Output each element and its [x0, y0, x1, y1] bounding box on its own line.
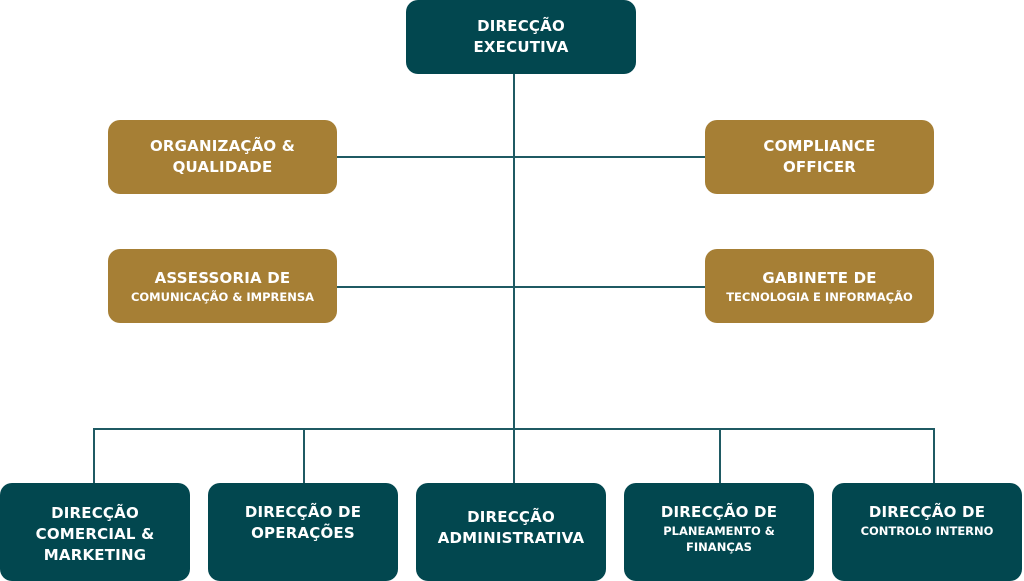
node-direccao-operacoes: DIRECÇÃO DE OPERAÇÕES [208, 483, 398, 581]
connector-main-vertical [513, 74, 515, 484]
connector-drop-5 [933, 428, 935, 484]
node-label: DIRECÇÃO DE [660, 503, 778, 521]
node-label: COMUNICAÇÃO & IMPRENSA [130, 289, 315, 304]
node-label: DIRECÇÃO DE [868, 503, 986, 521]
node-label: TECNOLOGIA E INFORMAÇÃO [726, 289, 913, 304]
node-label: DIRECÇÃO [51, 504, 139, 522]
connector-drop-4 [719, 428, 721, 484]
node-organizacao-qualidade: ORGANIZAÇÃO & QUALIDADE [108, 120, 337, 194]
node-label: ORGANIZAÇÃO & [149, 137, 296, 155]
node-label: COMERCIAL & [35, 525, 155, 543]
node-label: PLANEAMENTO & [663, 524, 775, 538]
node-direccao-controlo-interno: DIRECÇÃO DE CONTROLO INTERNO [832, 483, 1022, 581]
connector-row2-horizontal [336, 286, 706, 288]
node-assessoria-comunicacao: ASSESSORIA DE COMUNICAÇÃO & IMPRENSA [108, 249, 337, 323]
connector-row1-horizontal [336, 156, 706, 158]
node-direccao-executiva: DIRECÇÃO EXECUTIVA [406, 0, 636, 74]
node-direccao-comercial-marketing: DIRECÇÃO COMERCIAL & MARKETING [0, 483, 190, 581]
node-label: ADMINISTRATIVA [437, 529, 585, 547]
node-label: EXECUTIVA [473, 38, 569, 56]
node-label: FINANÇAS [686, 540, 752, 554]
node-label: COMPLIANCE [763, 137, 876, 155]
node-direccao-planeamento-financas: DIRECÇÃO DE PLANEAMENTO & FINANÇAS [624, 483, 814, 581]
node-label: CONTROLO INTERNO [860, 524, 994, 538]
node-label: QUALIDADE [172, 158, 273, 176]
connector-bottom-horizontal [93, 428, 935, 430]
node-label: OFFICER [782, 158, 857, 176]
node-label: OPERAÇÕES [251, 524, 355, 542]
node-label: DIRECÇÃO [477, 17, 565, 35]
node-direccao-administrativa: DIRECÇÃO ADMINISTRATIVA [416, 483, 606, 581]
node-label: MARKETING [43, 546, 147, 564]
node-label: GABINETE DE [762, 268, 877, 287]
node-label: DIRECÇÃO [467, 508, 555, 526]
connector-drop-2 [303, 428, 305, 484]
node-compliance-officer: COMPLIANCE OFFICER [705, 120, 934, 194]
node-label: ASSESSORIA DE [154, 268, 291, 287]
node-label: DIRECÇÃO DE [244, 503, 362, 521]
node-gabinete-tecnologia: GABINETE DE TECNOLOGIA E INFORMAÇÃO [705, 249, 934, 323]
connector-drop-1 [93, 428, 95, 484]
